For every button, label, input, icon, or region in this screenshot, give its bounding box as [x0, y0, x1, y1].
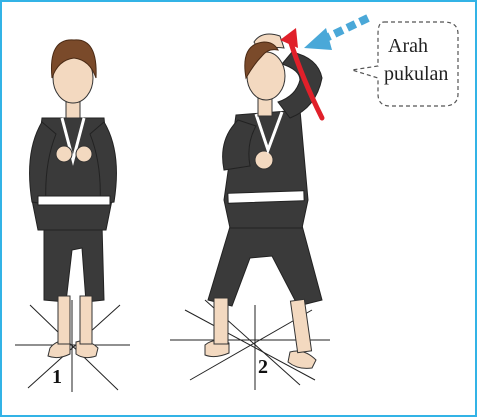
figure-2-label: 2 — [258, 356, 268, 378]
right-foot-2 — [288, 351, 316, 368]
right-fist-1 — [76, 146, 92, 162]
chambered-fist-2 — [255, 151, 273, 169]
figure-1-label: 1 — [52, 366, 62, 388]
thought-bubble-icon: Arah pukulan — [352, 22, 458, 106]
belt-1 — [38, 196, 110, 205]
left-shin-2 — [214, 298, 228, 344]
callout-line-1: Arah — [388, 35, 428, 57]
left-shin-1 — [58, 296, 70, 344]
blue-dashed-arrow-icon — [304, 18, 368, 50]
left-fist-1 — [56, 146, 72, 162]
pants-2 — [208, 218, 322, 306]
callout-line-2: pukulan — [384, 63, 448, 85]
right-shin-2 — [290, 299, 311, 352]
floor-lines-1 — [15, 300, 130, 392]
figure-1-ready-stance: 1 — [15, 40, 130, 392]
pants-1 — [44, 225, 104, 302]
right-shin-1 — [80, 296, 92, 344]
belt-2 — [228, 191, 304, 204]
